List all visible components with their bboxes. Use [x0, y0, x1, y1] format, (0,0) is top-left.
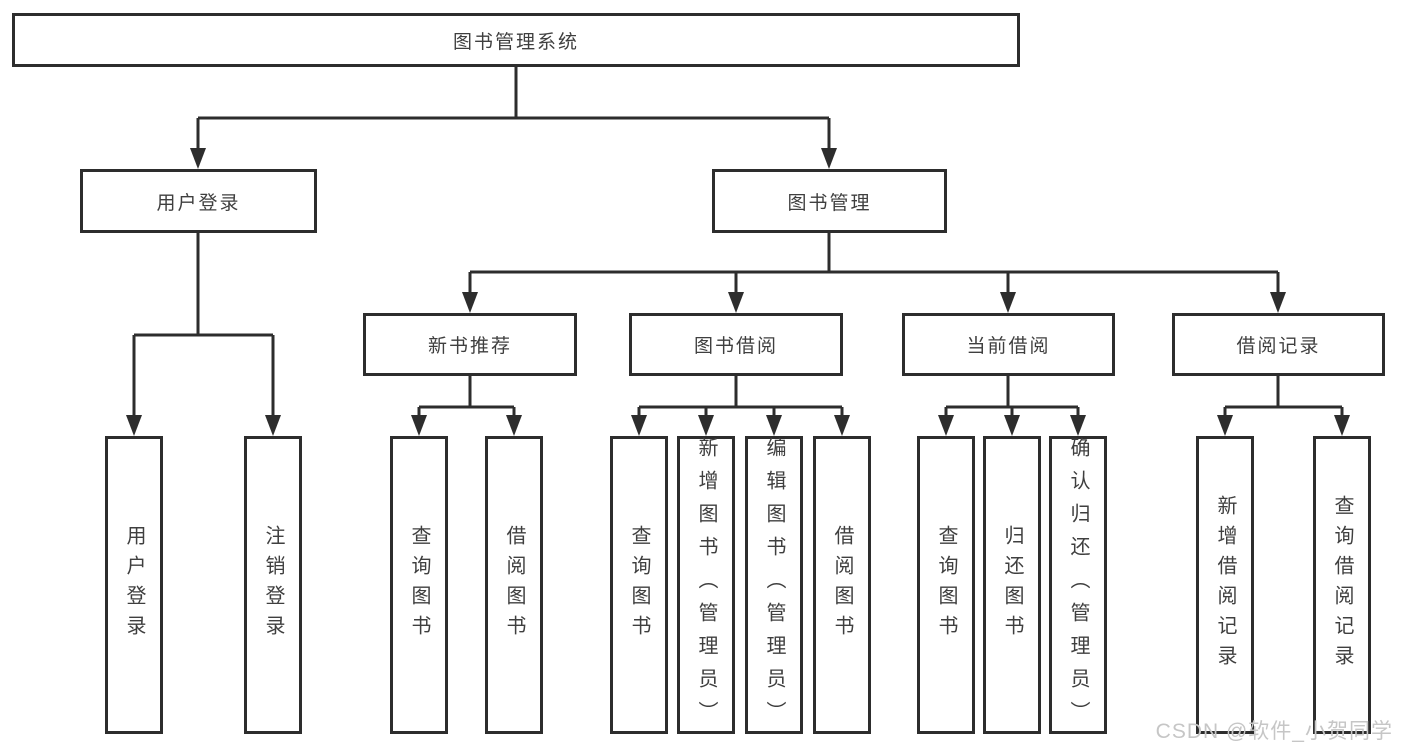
leaf-borrow-books-recommend: 借阅图书: [485, 436, 543, 734]
node-new-book-recommendation: 新书推荐: [363, 313, 577, 376]
leaf-user-login-label: 用户登录: [123, 525, 145, 645]
leaf-logout: 注销登录: [244, 436, 302, 734]
leaf-query-books-current-label: 查询图书: [935, 525, 957, 645]
leaf-borrow-books-borrowing: 借阅图书: [813, 436, 871, 734]
leaf-query-books-recommend-label: 查询图书: [408, 525, 430, 645]
leaf-query-borrow-record-label: 查询借阅记录: [1331, 495, 1353, 675]
csdn-watermark: CSDN @软件_小贺同学: [1155, 720, 1393, 743]
node-library-management-system: 图书管理系统: [12, 13, 1020, 67]
leaf-add-borrow-record: 新增借阅记录: [1196, 436, 1254, 734]
leaf-edit-book-admin: 编辑图书（管理员）: [745, 436, 803, 734]
node-book-borrowing: 图书借阅: [629, 313, 843, 376]
leaf-confirm-return-admin: 确认归还（管理员）: [1049, 436, 1107, 734]
node-current-borrowing: 当前借阅: [902, 313, 1115, 376]
node-book-management: 图书管理: [712, 169, 947, 233]
leaf-query-books-current: 查询图书: [917, 436, 975, 734]
leaf-query-books-borrowing: 查询图书: [610, 436, 668, 734]
leaf-query-books-borrowing-label: 查询图书: [628, 525, 650, 645]
leaf-logout-label: 注销登录: [262, 525, 284, 645]
leaf-add-book-admin-label: 新增图书（管理员）: [695, 436, 717, 734]
leaf-confirm-return-admin-label: 确认归还（管理员）: [1067, 436, 1089, 734]
leaf-user-login: 用户登录: [105, 436, 163, 734]
leaf-borrow-books-borrowing-label: 借阅图书: [831, 525, 853, 645]
leaf-query-borrow-record: 查询借阅记录: [1313, 436, 1371, 734]
leaf-edit-book-admin-label: 编辑图书（管理员）: [763, 436, 785, 734]
leaf-add-book-admin: 新增图书（管理员）: [677, 436, 735, 734]
leaf-return-books: 归还图书: [983, 436, 1041, 734]
leaf-return-books-label: 归还图书: [1001, 525, 1023, 645]
leaf-add-borrow-record-label: 新增借阅记录: [1214, 495, 1236, 675]
node-borrowing-records: 借阅记录: [1172, 313, 1385, 376]
leaf-borrow-books-recommend-label: 借阅图书: [503, 525, 525, 645]
node-user-login: 用户登录: [80, 169, 317, 233]
leaf-query-books-recommend: 查询图书: [390, 436, 448, 734]
